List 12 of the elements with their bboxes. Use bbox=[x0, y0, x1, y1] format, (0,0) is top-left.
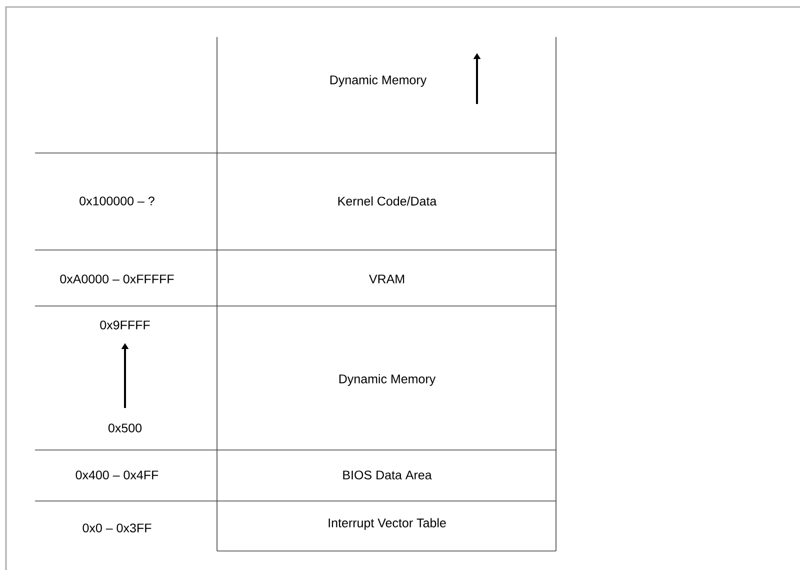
address-label: 0x100000 – ? bbox=[80, 196, 154, 206]
address-label: 0x0 – 0x3FF bbox=[82, 524, 152, 532]
region-name: Kernel Code/Data bbox=[338, 196, 437, 206]
region-name: Dynamic Memory bbox=[339, 374, 436, 386]
address-label: 0x500 bbox=[108, 424, 142, 432]
address-label: 0x9FFFF bbox=[100, 320, 150, 330]
region-name: BIOS Data Area bbox=[343, 470, 432, 480]
address-label: 0x400 – 0x4FF bbox=[76, 470, 158, 480]
region-name: Interrupt Vector Table bbox=[328, 518, 446, 530]
region-name: VRAM bbox=[369, 274, 404, 284]
address-label: 0xA0000 – 0xFFFFF bbox=[60, 274, 174, 284]
region-name: Dynamic Memory bbox=[330, 75, 427, 87]
